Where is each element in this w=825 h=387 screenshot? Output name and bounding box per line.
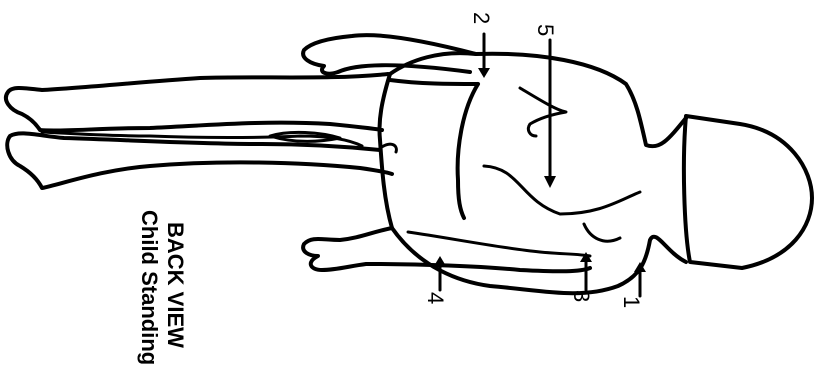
shoulder-blade [520,88,566,136]
caption-line-1: BACK VIEW [163,222,188,348]
shorts-outline [379,74,478,228]
leg-bottom [7,133,392,188]
marker-3-label: 3 [569,290,594,302]
leg-top [6,74,388,131]
lower-back-curve [584,224,620,241]
spine-curve [484,166,640,214]
marker-5-label: 5 [533,24,558,36]
head-outline [684,116,812,268]
marker-1-label: 1 [619,296,644,308]
marker-2: 2 [469,12,494,78]
lower-arm-bottom [303,228,590,271]
caption-line-2: Child Standing [137,210,162,365]
arm-line [408,232,590,256]
marker-3: 3 [569,252,594,302]
marker-4-label: 4 [423,292,448,304]
marker-2-label: 2 [469,12,494,24]
torso-outline [390,53,686,293]
